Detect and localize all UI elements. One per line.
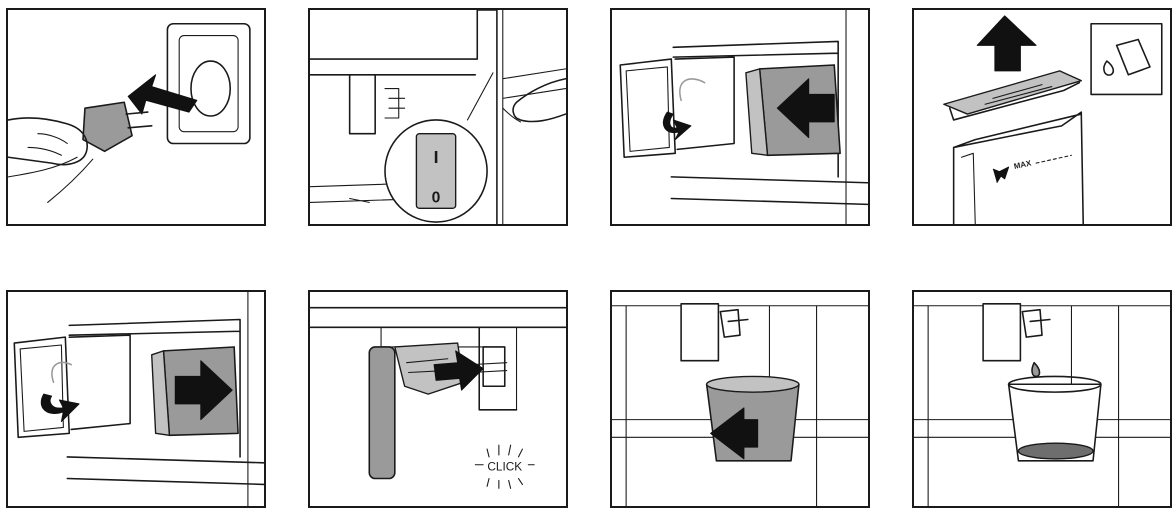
- lid-ribs: [984, 84, 1053, 105]
- rocker-switch: [415, 133, 457, 209]
- spout-bracket: [982, 302, 1022, 362]
- container-rim: [705, 375, 800, 393]
- step-3-open-door-panel: [610, 8, 870, 226]
- connect-spout-illustration: CLICK: [310, 306, 566, 489]
- place-arrow-icon: [710, 407, 759, 460]
- step-2-power-switch-panel: I 0: [308, 8, 568, 226]
- inner-bracket: [348, 74, 376, 135]
- hand-outline: [512, 77, 566, 123]
- place-container-illustration: [612, 302, 868, 506]
- step-4-water-tank-panel: MAX: [912, 8, 1172, 226]
- hand-fingers: [8, 133, 94, 203]
- wall-socket-inner: [178, 34, 239, 133]
- max-level-line: [1035, 154, 1072, 164]
- tank-max-label: MAX: [1013, 158, 1033, 171]
- container-rim: [1007, 375, 1102, 393]
- pipe-connector: [482, 346, 506, 388]
- step-6-connect-pipe-panel: CLICK: [308, 290, 568, 508]
- connect-arrow-icon: [433, 350, 484, 391]
- remove-tank-lid-illustration: MAX: [943, 15, 1163, 224]
- spout-coupler: [394, 342, 465, 395]
- power-plug: [82, 101, 133, 153]
- spout-tube: [368, 346, 396, 480]
- machine-interior-frame: [66, 318, 264, 486]
- click-burst: [474, 444, 535, 489]
- collection-container: [1007, 383, 1102, 462]
- step-7-place-container-panel: [610, 290, 870, 508]
- tank-lid-edge: [948, 81, 1081, 121]
- descaler-bottle-icon: [1115, 38, 1151, 76]
- click-label: CLICK: [487, 461, 522, 474]
- wall-socket-plate: [166, 22, 251, 145]
- switch-on-label: I: [434, 147, 439, 167]
- push-in-arrow-icon: [174, 360, 233, 421]
- rotate-arrow-icon: [40, 393, 80, 423]
- plug-pins: [125, 111, 153, 129]
- power-switch-illustration: I 0: [310, 10, 566, 224]
- plug-in-arrow-icon: [127, 74, 198, 115]
- machine-interior-frame: [670, 40, 868, 206]
- descaler-drop-icon: [1103, 60, 1115, 76]
- cabinet-side: [502, 10, 566, 224]
- connector: [384, 87, 406, 119]
- spout-bracket: [680, 302, 720, 362]
- brewing-unit-side: [151, 350, 171, 437]
- descaler-inset-box: [1090, 22, 1163, 96]
- step-1-unplug-panel: [6, 8, 266, 226]
- collected-water: [1017, 442, 1094, 460]
- door-inner: [625, 66, 670, 152]
- step-8-dispensing-panel: [912, 290, 1172, 508]
- spout-nozzle: [719, 308, 749, 338]
- open-door: [619, 58, 676, 159]
- door-frame: [68, 334, 131, 431]
- door-inner: [19, 344, 64, 432]
- zoom-pointer: [466, 72, 494, 121]
- rotate-arrow-icon: [662, 111, 692, 141]
- rotate-arrow-gray: [51, 361, 72, 384]
- machine-frame: [310, 10, 498, 224]
- brewing-unit-side: [745, 68, 769, 156]
- finger: [502, 107, 521, 123]
- step-5-insert-unit-panel: [6, 290, 266, 508]
- socket-hole: [190, 60, 232, 117]
- water-tank-body: [952, 111, 1085, 224]
- water-dispensing-illustration: [914, 302, 1170, 506]
- max-level-arrow-icon: [992, 166, 1010, 184]
- hand-outline: [8, 117, 88, 166]
- lift-up-arrow-icon: [976, 15, 1037, 72]
- spout-nozzle: [1021, 308, 1051, 338]
- machine-frame: [310, 306, 566, 411]
- door-frame: [674, 56, 735, 151]
- pull-out-arrow-icon: [776, 78, 835, 139]
- switch-off-label: 0: [432, 189, 441, 206]
- plug-into-socket-illustration: [8, 22, 251, 203]
- tank-window: [960, 152, 976, 224]
- remove-brewing-unit-illustration: [619, 10, 868, 224]
- rotate-arrow-gray: [679, 78, 706, 102]
- insert-brewing-unit-illustration: [13, 292, 264, 506]
